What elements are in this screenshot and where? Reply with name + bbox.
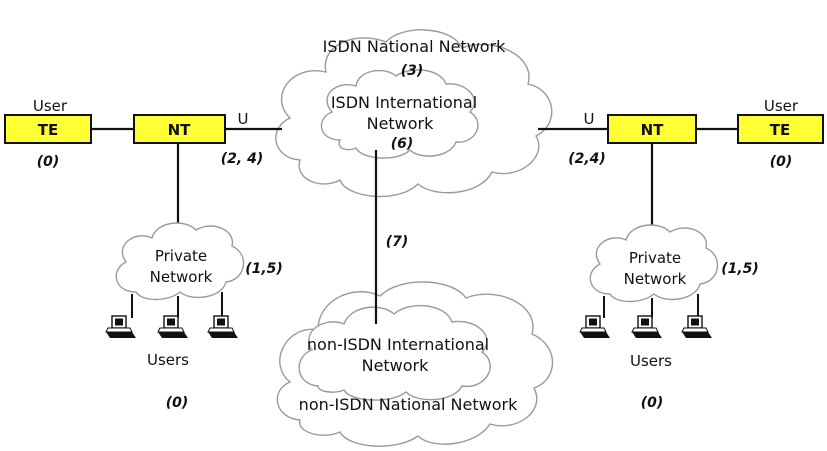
non-isdn-national-network-label: non-ISDN National Network (299, 395, 518, 414)
isdn-non-isdn-link-ref: (7) (386, 234, 409, 250)
non-isdn-international-network-line1: non-ISDN International (307, 335, 489, 354)
left-te-box (4, 114, 92, 144)
right-users-label: Users (630, 352, 672, 370)
right-nt-ref: (2,4) (568, 151, 606, 167)
right-private-ref: (1,5) (721, 261, 759, 277)
left-nt-box (133, 114, 226, 144)
right-nt-box (607, 114, 697, 144)
left-private-network-line1: Private (155, 247, 207, 265)
left-nt-label: NT (168, 121, 192, 139)
left-private-ref: (1,5) (245, 261, 283, 277)
left-user-label: User (33, 97, 68, 115)
right-te-label: TE (770, 121, 790, 139)
computer-terminal-icon (207, 315, 239, 339)
left-private-network-cloud (115, 222, 245, 301)
computer-terminal-icon (579, 315, 611, 339)
computer-terminal-icon (157, 315, 189, 339)
left-users-label: Users (147, 351, 189, 369)
left-u-label: U (238, 110, 249, 128)
left-te-ref: (0) (37, 154, 60, 170)
isdn-international-network-cloud (320, 69, 479, 159)
right-private-network-line1: Private (629, 249, 681, 267)
left-private-network-line2: Network (150, 268, 213, 286)
right-terminal-links (603, 294, 699, 318)
isdn-national-network-label: ISDN National Network (323, 37, 507, 56)
isdn-international-network-line1: ISDN International (331, 93, 477, 112)
left-nt-ref: (2, 4) (221, 151, 263, 167)
isdn-international-network-line2: Network (367, 114, 435, 133)
right-te-ref: (0) (770, 154, 793, 170)
right-te-box (737, 114, 824, 144)
right-user-label: User (764, 97, 799, 115)
computer-terminal-icon (681, 315, 713, 339)
left-terminal-links (131, 292, 223, 318)
right-users-ref: (0) (641, 395, 664, 411)
computer-terminal-icon (631, 315, 663, 339)
right-private-network-cloud (589, 224, 719, 303)
left-users-ref: (0) (166, 395, 189, 411)
left-te-label: TE (38, 121, 58, 139)
right-nt-label: NT (641, 121, 665, 139)
isdn-international-network-ref: (6) (391, 136, 414, 152)
right-private-network-line2: Network (624, 270, 687, 288)
non-isdn-international-network-line2: Network (362, 356, 430, 375)
non-isdn-international-network-cloud (298, 304, 491, 401)
computer-terminal-icon (105, 315, 137, 339)
right-u-label: U (584, 110, 595, 128)
isdn-national-network-ref: (3) (401, 63, 424, 79)
